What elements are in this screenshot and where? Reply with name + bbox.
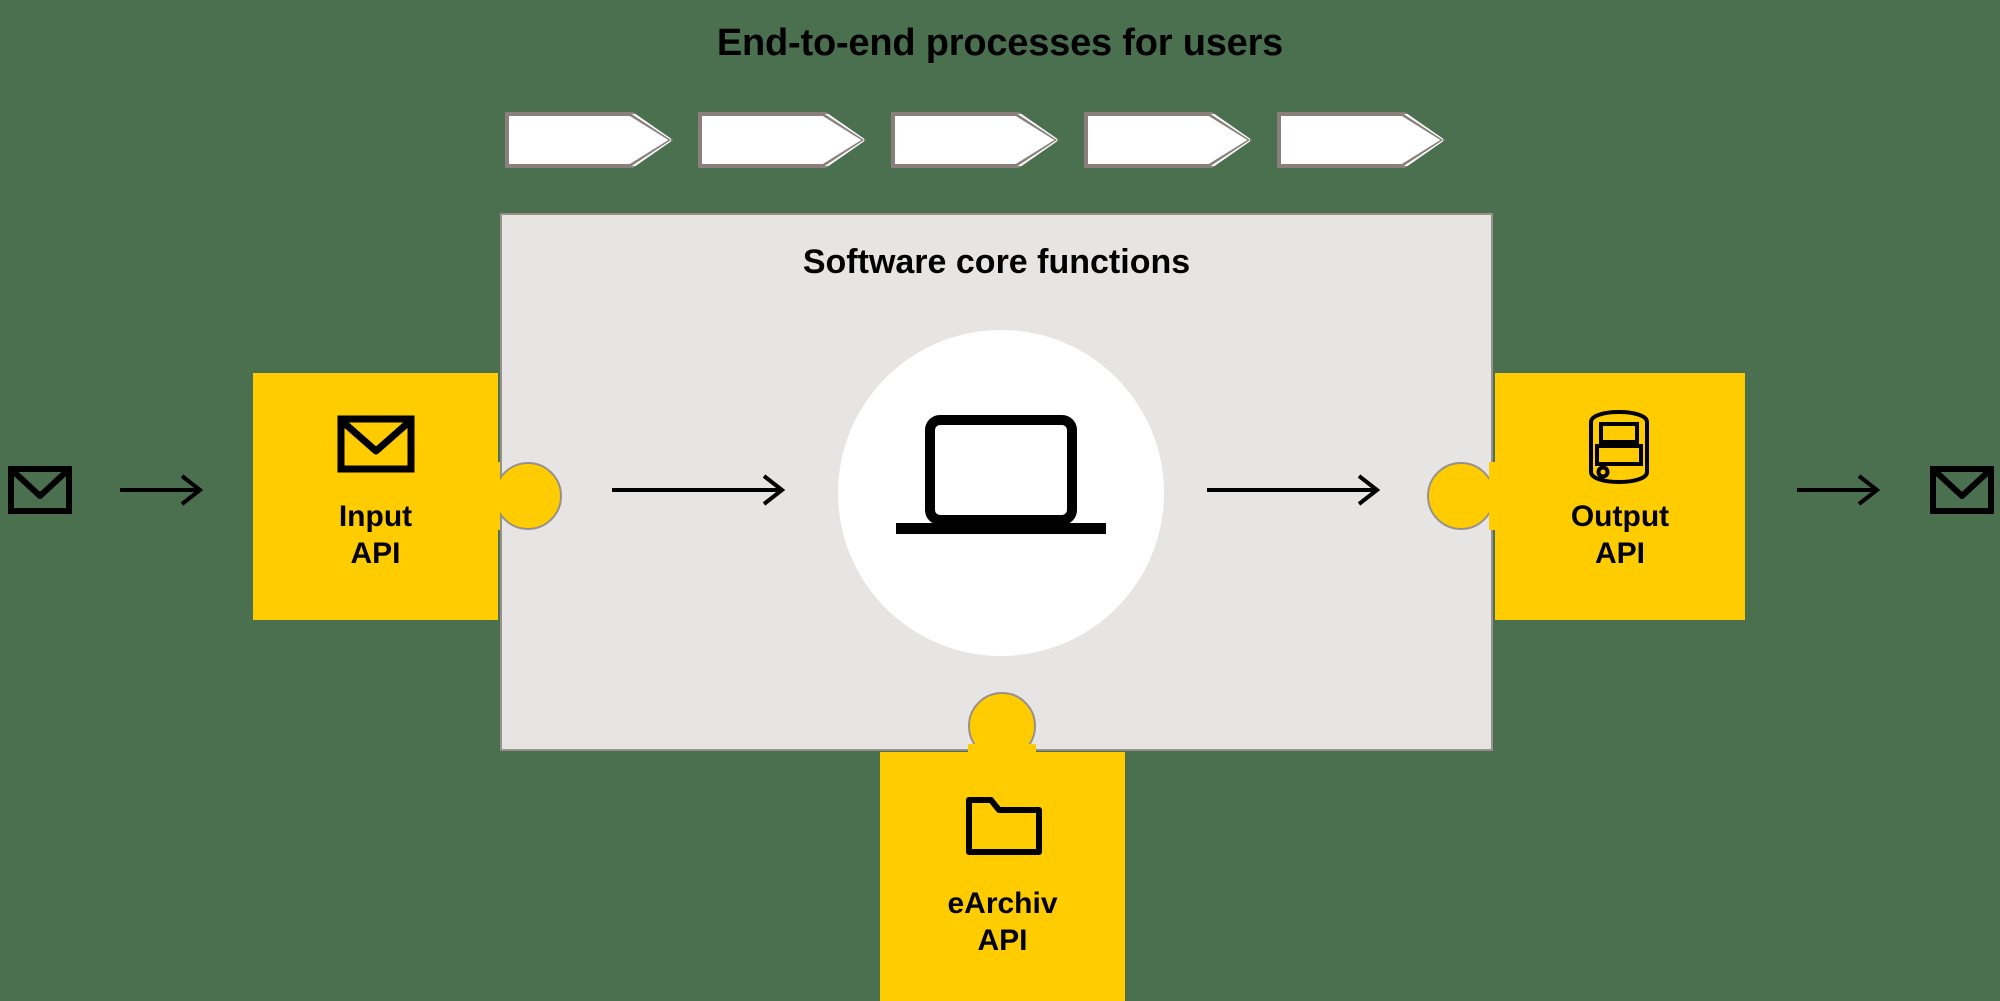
earchiv-api-piece[interactable]: eArchiv API	[880, 752, 1125, 1001]
core-panel-title: Software core functions	[802, 243, 1191, 281]
page-title: End-to-end processes for users	[716, 22, 1284, 64]
chevron-fill	[895, 116, 1055, 164]
output-api-connector-knob	[1427, 462, 1495, 530]
input-api-knob-mask	[478, 462, 500, 530]
earchiv-api-label: eArchiv API	[947, 887, 1058, 957]
input-api-connector-knob	[494, 462, 562, 530]
printer-icon	[1589, 409, 1649, 485]
chevron-fill	[509, 116, 669, 164]
chevron-fill	[1281, 116, 1441, 164]
process-chevron-strip	[505, 112, 1495, 168]
output-api-knob-mask	[1489, 462, 1511, 530]
envelope-icon	[337, 415, 415, 473]
inbound-envelope-icon	[8, 466, 72, 514]
output-api-piece[interactable]: Output API	[1495, 373, 1745, 620]
process-chevron[interactable]	[891, 112, 1059, 168]
chevron-fill	[1088, 116, 1248, 164]
process-chevron[interactable]	[698, 112, 866, 168]
process-chevron[interactable]	[1277, 112, 1445, 168]
input-api-piece[interactable]: Input API	[253, 373, 498, 620]
process-chevron[interactable]	[1084, 112, 1252, 168]
outbound-inner-arrow-icon	[1207, 474, 1381, 506]
output-api-label: Output API	[1570, 500, 1670, 570]
inbound-outer-arrow-icon	[120, 474, 204, 506]
laptop-icon	[896, 415, 1106, 534]
earchiv-api-knob-mask	[968, 744, 1036, 764]
inbound-inner-arrow-icon	[612, 474, 786, 506]
outbound-envelope-icon	[1930, 466, 1994, 514]
outbound-outer-arrow-icon	[1797, 474, 1881, 506]
core-circle	[838, 330, 1164, 656]
chevron-fill	[702, 116, 862, 164]
folder-icon	[966, 797, 1042, 855]
process-chevron[interactable]	[505, 112, 673, 168]
input-api-label: Input API	[338, 500, 413, 570]
